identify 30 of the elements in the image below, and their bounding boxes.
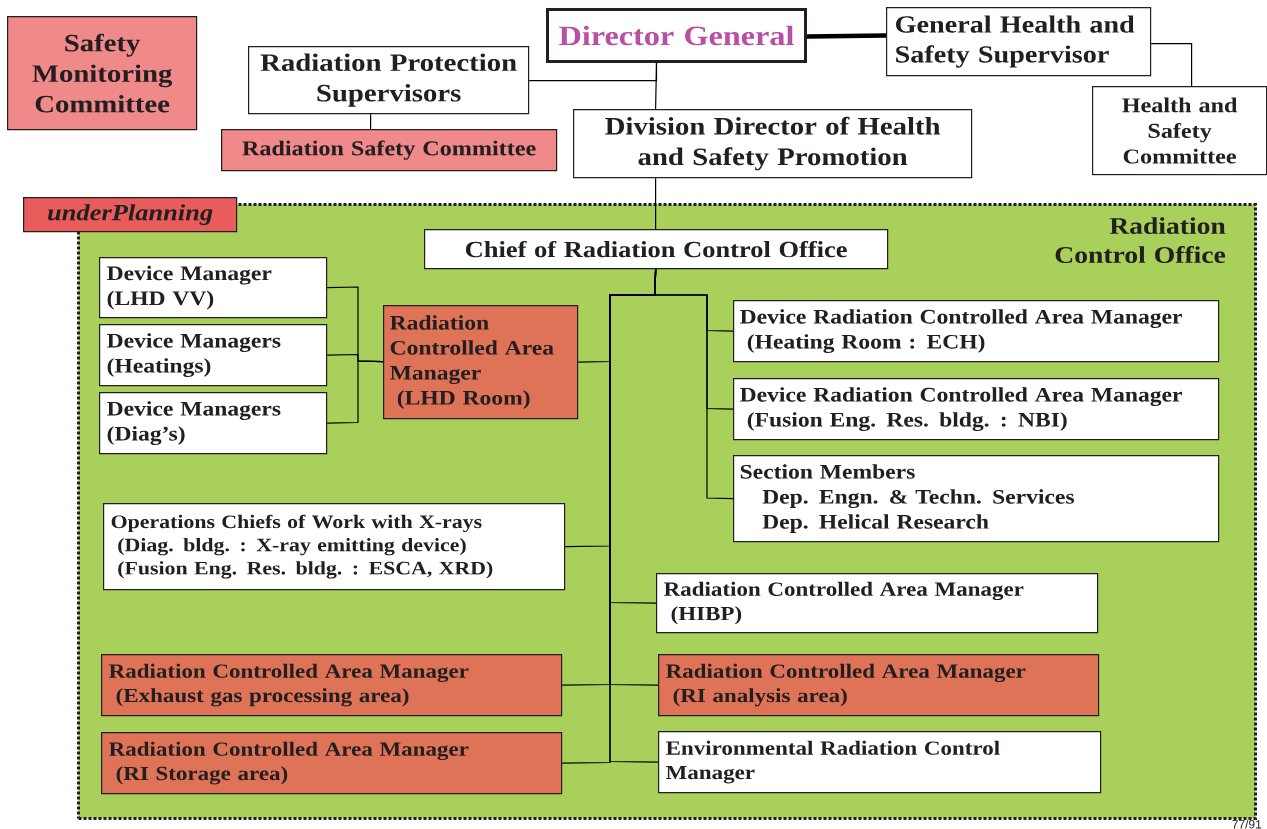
manager-box: Radiation Controlled Area Manager (HIBP) bbox=[656, 573, 1099, 634]
manager-box: Operations Chiefs of Work with X-rays (Diag. bldg. : X-ray emitting device) (Fusion Eng. Res. bldg. : ESCA, XRD) bbox=[103, 503, 566, 591]
manager-box: Device Managers (Diag’s) bbox=[99, 392, 328, 455]
supervisor-box: General Health and Safety Supervisor bbox=[886, 7, 1152, 77]
committee-box: Health and Safety Committee bbox=[1092, 86, 1267, 176]
supervisor-box: Radiation Protection Supervisors bbox=[248, 46, 530, 115]
manager-box: Radiation Controlled Area Manager (RI analysis area) bbox=[658, 654, 1100, 717]
director-box: Director General bbox=[546, 8, 807, 63]
connector-line bbox=[370, 113, 372, 130]
connector-line bbox=[1150, 43, 1193, 87]
connector-line bbox=[326, 360, 384, 424]
manager-box: Radiation Controlled Area Manager (LHD Room) bbox=[383, 305, 579, 420]
committee-box: Safety Monitoring Committee bbox=[7, 16, 198, 131]
connector-line bbox=[609, 268, 659, 763]
page-number: 77/91 bbox=[1232, 819, 1262, 829]
connector-line bbox=[655, 62, 658, 110]
manager-box: Radiation Controlled Area Manager (Exhaust gas processing area) bbox=[101, 654, 563, 717]
connector-line bbox=[655, 177, 657, 230]
manager-box: Chief of Radiation Control Office bbox=[424, 229, 889, 270]
manager-box: Device Manager (LHD VV) bbox=[99, 257, 328, 319]
manager-box: Device Managers (Heatings) bbox=[99, 324, 328, 387]
manager-box: Radiation Controlled Area Manager (RI Storage area) bbox=[101, 732, 563, 795]
manager-box: Device Radiation Controlled Area Manager (Fusion Eng. Res. bldg. : NBI) bbox=[733, 378, 1220, 441]
manager-box: Device Radiation Controlled Area Manager (Heating Room : ECH) bbox=[733, 300, 1220, 363]
connector-line bbox=[806, 33, 887, 39]
manager-box: Section Members Dep. Engn. & Techn. Services Dep. Helical Research bbox=[733, 455, 1220, 543]
manager-box: Environmental Radiation Control Manager bbox=[658, 731, 1102, 794]
committee-box: Radiation Safety Committee bbox=[221, 129, 558, 172]
director-box: Division Director of Health and Safety Promotion bbox=[573, 109, 973, 179]
status-tag: underPlanning bbox=[23, 197, 238, 233]
